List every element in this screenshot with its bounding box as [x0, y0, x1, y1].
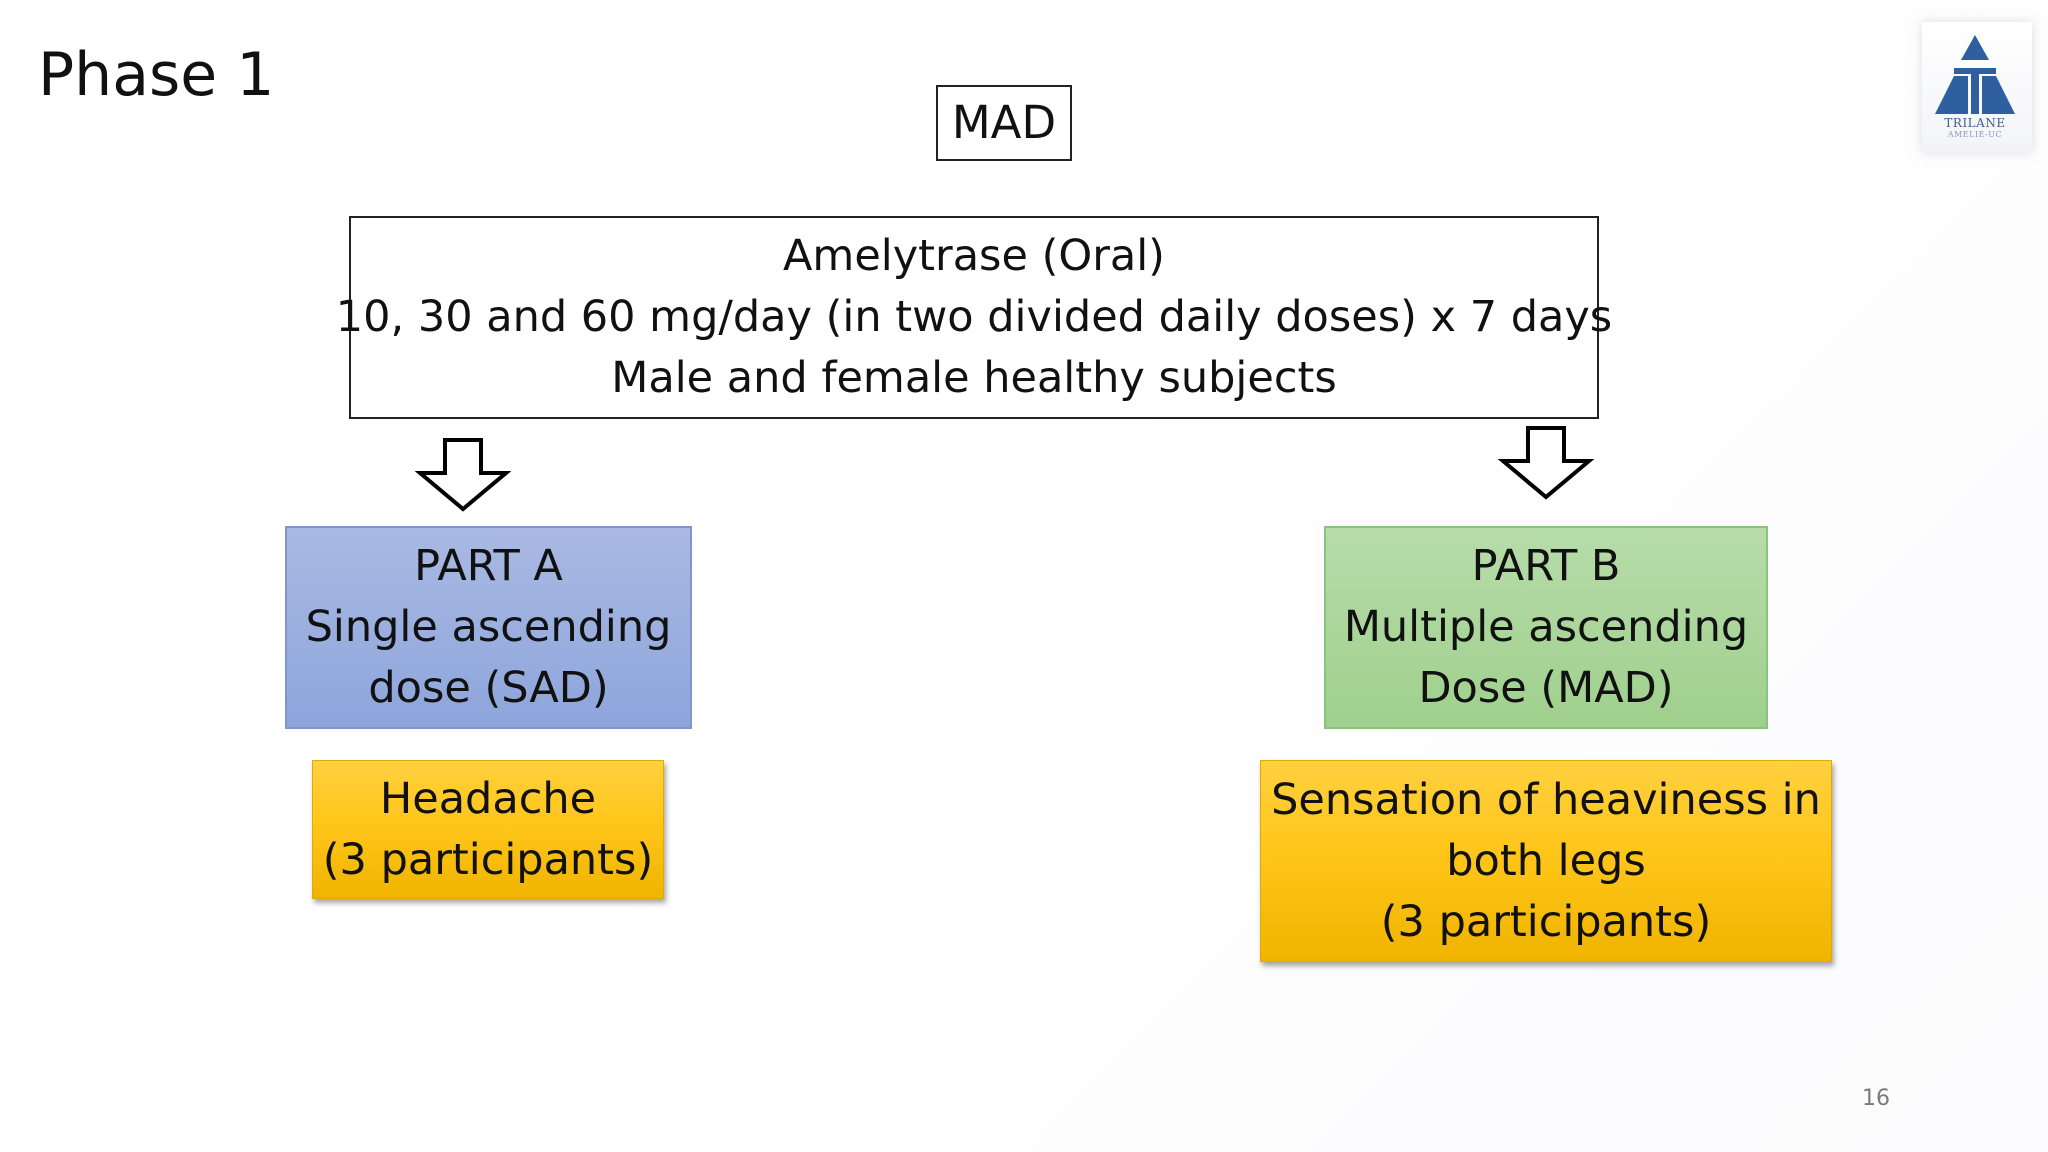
logo-subtitle: AMELIE-UC	[1947, 130, 2003, 139]
part-a-box: PART A Single ascending dose (SAD)	[285, 526, 692, 729]
part-a-desc-line2: dose (SAD)	[368, 663, 609, 713]
part-b-box: PART B Multiple ascending Dose (MAD)	[1324, 526, 1768, 729]
part-a-desc-line1: Single ascending	[305, 602, 672, 652]
treatment-box: Amelytrase (Oral) 10, 30 and 60 mg/day (…	[336, 216, 1612, 419]
logo-name: TRILANE	[1944, 116, 2006, 130]
part-b-desc-line1: Multiple ascending	[1343, 602, 1749, 652]
treatment-population: Male and female healthy subjects	[611, 353, 1337, 403]
adverse-event-b-name-line1: Sensation of heaviness in	[1271, 774, 1821, 825]
treatment-drug: Amelytrase (Oral)	[783, 231, 1165, 281]
company-logo: TRILANE AMELIE-UC	[1922, 22, 2032, 152]
page-number: 16	[1862, 1086, 1890, 1111]
down-arrow-icon	[1498, 426, 1594, 500]
adverse-event-a-count: (3 participants)	[322, 834, 654, 885]
triangle-logo-icon	[1935, 35, 2015, 114]
adverse-event-a-box: Headache (3 participants)	[312, 760, 664, 899]
down-arrow-icon	[415, 438, 511, 512]
part-b-desc-line2: Dose (MAD)	[1418, 663, 1674, 713]
part-a-title: PART A	[414, 541, 563, 591]
adverse-event-b-box: Sensation of heaviness in both legs (3 p…	[1260, 760, 1832, 962]
adverse-event-a-name: Headache	[379, 773, 597, 824]
adverse-event-b-name-line2: both legs	[1446, 835, 1646, 886]
part-b-title: PART B	[1471, 541, 1621, 591]
study-label-box: MAD	[936, 85, 1072, 161]
adverse-event-b-count: (3 participants)	[1380, 896, 1712, 947]
slide-title: Phase 1	[38, 40, 275, 110]
treatment-dosage: 10, 30 and 60 mg/day (in two divided dai…	[335, 292, 1613, 342]
